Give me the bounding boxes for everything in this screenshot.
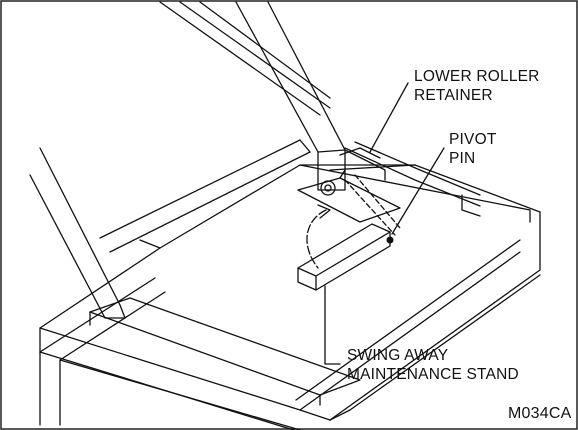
label-lower-roller-retainer-line1: LOWER ROLLER [414, 68, 540, 85]
cross-tube [99, 139, 311, 253]
label-maintenance-stand-line2: MAINTENANCE STAND [347, 366, 519, 383]
maintenance-stand [297, 223, 391, 291]
base-platform [39, 164, 541, 430]
label-pivot-pin-line1: PIVOT [449, 131, 497, 148]
label-pivot-pin: PIVOT PIN [449, 130, 497, 168]
swing-arc [306, 204, 331, 269]
figure-code: M034CA [508, 405, 572, 422]
label-lower-roller-retainer-line2: RETAINER [414, 87, 493, 104]
drawing-lines [29, 1, 541, 430]
label-maintenance-stand: SWING AWAY MAINTENANCE STAND [347, 346, 519, 384]
retainer-channel [344, 141, 481, 217]
lower-roller-retainer [297, 147, 401, 223]
scissor-arm-upper [159, 1, 331, 116]
label-pivot-pin-line2: PIN [449, 150, 476, 167]
leader-lines [324, 82, 445, 365]
label-lower-roller-retainer: LOWER ROLLER RETAINER [414, 67, 540, 105]
label-maintenance-stand-line1: SWING AWAY [347, 347, 449, 364]
scissor-arm-left [29, 147, 126, 319]
lower-plate [89, 297, 361, 406]
